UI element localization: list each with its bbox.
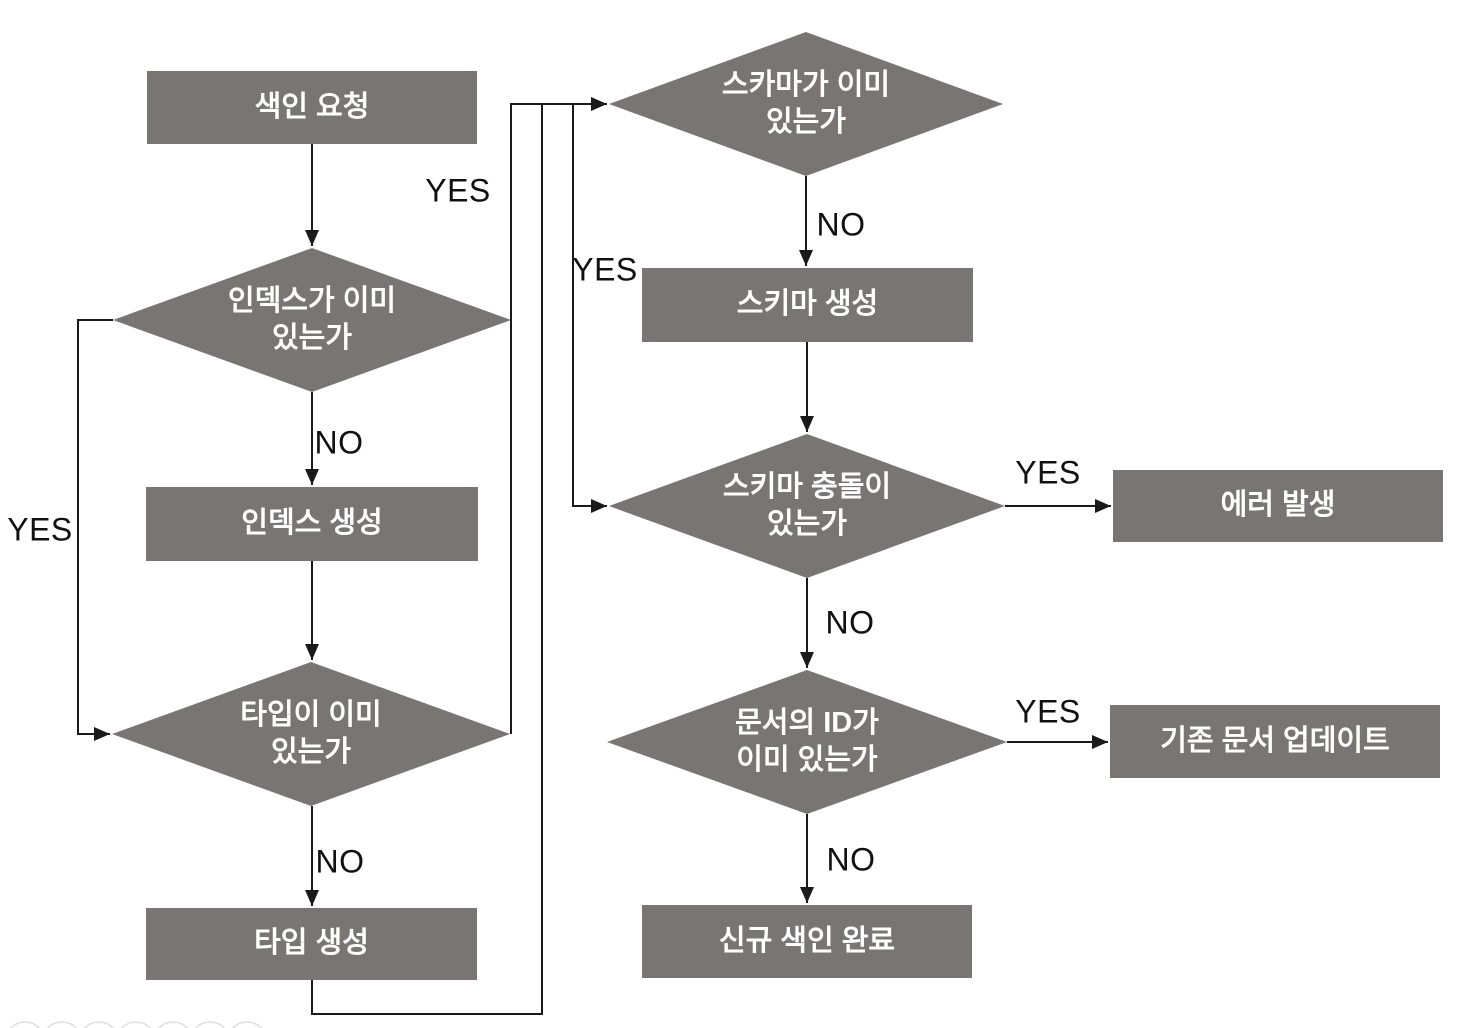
- edge-label-docid-no: NO: [826, 841, 876, 878]
- node-label-line2: 있는가: [270, 736, 352, 768]
- node-label: 기존 문서 업데이트: [1160, 724, 1390, 757]
- node-label: 신규 색인 완료: [718, 924, 896, 957]
- node-label-line1: 문서의 ID가: [735, 706, 879, 739]
- watermark-circles: [9, 1021, 263, 1028]
- node-index-request: 색인 요청: [147, 71, 477, 144]
- edge-schemacheck-yes: [572, 104, 607, 513]
- node-label-line1: 타입이 이미: [240, 698, 382, 731]
- edge-label-type-no: NO: [315, 843, 365, 880]
- edge-indexcheck-yes: [77, 319, 113, 741]
- edge-label-docid-yes: YES: [1015, 693, 1081, 730]
- node-create-index: 인덱스 생성: [146, 487, 478, 561]
- node-label-line1: 인덱스가 이미: [227, 284, 397, 317]
- node-label-line1: 스키마 충돌이: [722, 470, 892, 503]
- node-update-doc: 기존 문서 업데이트: [1110, 705, 1440, 778]
- node-create-type: 타입 생성: [146, 908, 477, 980]
- edge-label-conflict-no: NO: [825, 604, 875, 641]
- node-label: 스키마 생성: [736, 288, 879, 321]
- edge-label-type-yes: YES: [425, 172, 491, 209]
- node-create-schema: 스키마 생성: [642, 268, 973, 342]
- node-label: 에러 발생: [1220, 489, 1336, 522]
- node-label-line2: 이미 있는가: [736, 744, 878, 776]
- edge-label-schema-no: NO: [816, 206, 866, 243]
- node-error: 에러 발생: [1113, 470, 1443, 542]
- node-label-line1: 스카마가 이미: [721, 68, 891, 101]
- edge-typecheck-yes: [510, 97, 607, 734]
- node-label-line2: 있는가: [271, 322, 353, 354]
- node-label: 인덱스 생성: [241, 507, 383, 540]
- edge-label-index-no: NO: [314, 424, 364, 461]
- node-label-line2: 있는가: [766, 508, 848, 540]
- node-label: 색인 요청: [254, 90, 370, 123]
- edge-createtype-to-schemacheck: [311, 105, 543, 1015]
- edge-label-index-yes: YES: [7, 511, 73, 548]
- node-label: 타입 생성: [254, 927, 369, 960]
- node-complete: 신규 색인 완료: [642, 905, 972, 978]
- node-label-line2: 있는가: [765, 106, 847, 138]
- edge-label-schema-yes: YES: [572, 251, 638, 288]
- edge-label-conflict-yes: YES: [1015, 454, 1081, 491]
